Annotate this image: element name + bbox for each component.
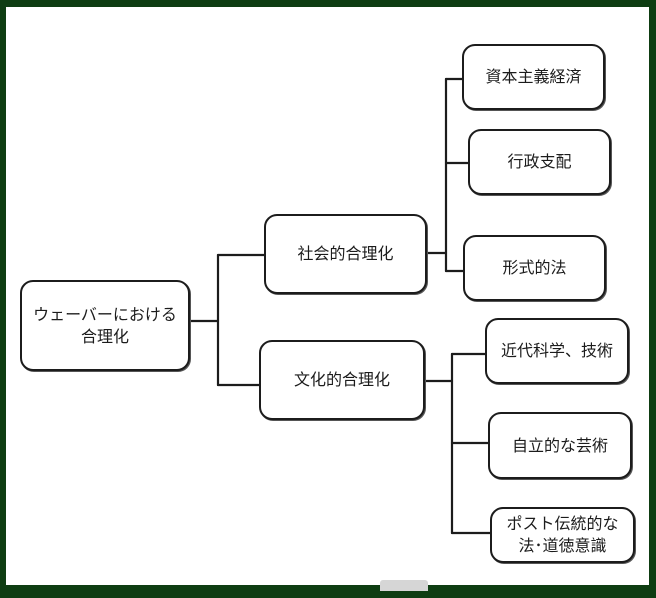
capitalism-node[interactable]: 資本主義経済 — [462, 44, 605, 110]
post-traditional-morality-line1: ポスト伝統的な — [506, 514, 619, 533]
science-technology-node[interactable]: 近代科学、技術 — [485, 318, 629, 384]
mindmap-canvas: ウェーバーにおける 合理化 社会的合理化 文化的合理化 資本主義経済 行政支配 … — [6, 7, 649, 585]
bottom-tab-handle — [380, 580, 428, 591]
autonomous-art-node[interactable]: 自立的な芸術 — [488, 412, 632, 479]
root-label-line2: 合理化 — [80, 326, 129, 346]
science-technology-label: 近代科学、技術 — [500, 341, 613, 360]
post-traditional-morality-line2: 法･道徳意識 — [518, 536, 607, 555]
connector-lines — [188, 77, 492, 535]
social-rationalization-node[interactable]: 社会的合理化 — [264, 214, 427, 294]
cultural-rationalization-node[interactable]: 文化的合理化 — [259, 340, 425, 420]
post-traditional-morality-node[interactable]: ポスト伝統的な 法･道徳意識 — [490, 507, 635, 563]
formal-law-label: 形式的法 — [502, 258, 567, 277]
administration-node[interactable]: 行政支配 — [468, 129, 611, 195]
capitalism-label: 資本主義経済 — [485, 67, 582, 86]
administration-label: 行政支配 — [507, 152, 572, 171]
root-label-line1: ウェーバーにおける — [33, 304, 177, 324]
autonomous-art-label: 自立的な芸術 — [511, 435, 608, 455]
formal-law-node[interactable]: 形式的法 — [463, 235, 606, 301]
root-node[interactable]: ウェーバーにおける 合理化 — [20, 280, 190, 371]
cultural-rationalization-label: 文化的合理化 — [293, 370, 390, 389]
social-rationalization-label: 社会的合理化 — [297, 244, 394, 263]
